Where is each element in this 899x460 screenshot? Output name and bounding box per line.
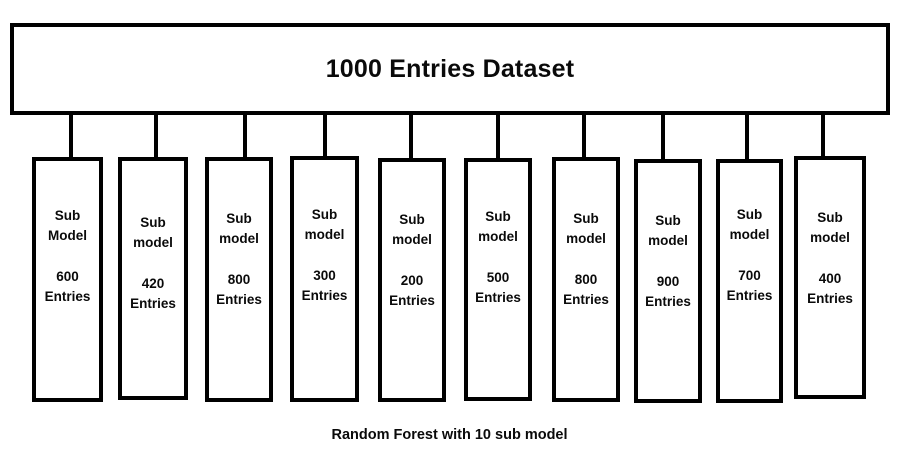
sub-model-label-line2-8: model bbox=[648, 232, 688, 248]
sub-model-entry-word-4: Entries bbox=[301, 287, 348, 303]
sub-model-entry-word-10: Entries bbox=[807, 290, 853, 306]
sub-model-label-line2-4: model bbox=[304, 226, 345, 242]
connector-line-9 bbox=[745, 115, 749, 161]
sub-model-label-line1-9: Sub bbox=[736, 207, 763, 222]
sub-model-entry-count-2: 420 bbox=[141, 276, 165, 292]
sub-model-label-7: Sub model bbox=[566, 209, 606, 248]
sub-model-label-8: Sub model bbox=[648, 211, 688, 250]
root-dataset-box: 1000 Entries Dataset bbox=[10, 23, 890, 115]
connector-line-1 bbox=[69, 115, 73, 159]
connector-line-7 bbox=[582, 115, 586, 159]
sub-model-entry-word-3: Entries bbox=[216, 291, 262, 307]
sub-model-label-line1-4: Sub bbox=[311, 207, 338, 222]
connector-line-5 bbox=[409, 115, 413, 160]
sub-model-label-line2-7: model bbox=[566, 230, 606, 246]
sub-model-entry-count-6: 500 bbox=[486, 270, 510, 286]
sub-model-entry-count-1: 600 bbox=[56, 269, 79, 285]
sub-model-entry-count-8: 900 bbox=[656, 274, 680, 290]
sub-model-label-line2-2: model bbox=[133, 234, 173, 250]
sub-model-label-line1-6: Sub bbox=[485, 209, 511, 224]
sub-model-entry-count-3: 800 bbox=[227, 272, 251, 288]
diagram-caption: Random Forest with 10 sub model bbox=[331, 427, 568, 443]
sub-model-label-6: Sub model bbox=[478, 207, 518, 246]
sub-model-entry-word-2: Entries bbox=[130, 295, 176, 311]
sub-model-label-line2-3: model bbox=[219, 230, 259, 246]
sub-model-label-2: Sub model bbox=[133, 213, 173, 252]
sub-model-entry-word-8: Entries bbox=[645, 293, 691, 309]
sub-model-label-9: Sub model bbox=[730, 205, 770, 244]
sub-model-entry-count-4: 300 bbox=[313, 268, 336, 284]
sub-model-entry-word-6: Entries bbox=[475, 289, 521, 305]
sub-model-entry-count-10: 400 bbox=[818, 271, 842, 287]
connector-line-2 bbox=[154, 115, 158, 159]
connector-line-8 bbox=[661, 115, 665, 161]
sub-model-label-3: Sub model bbox=[219, 209, 259, 248]
sub-model-label-line1-2: Sub bbox=[140, 215, 166, 230]
connector-line-10 bbox=[821, 115, 825, 158]
sub-model-label-line1-7: Sub bbox=[573, 211, 599, 226]
sub-model-label-line1-5: Sub bbox=[399, 212, 425, 227]
sub-model-label-line2-1: Model bbox=[48, 227, 87, 243]
sub-model-label-line2-10: model bbox=[810, 229, 850, 245]
sub-model-label-4: Sub model bbox=[305, 205, 345, 244]
sub-model-entry-word-9: Entries bbox=[726, 287, 773, 303]
connector-line-4 bbox=[323, 115, 327, 158]
sub-model-label-line2-9: model bbox=[729, 226, 770, 242]
sub-model-label-line2-5: model bbox=[392, 231, 432, 247]
sub-model-entry-count-7: 800 bbox=[574, 272, 598, 288]
connector-line-3 bbox=[243, 115, 247, 159]
sub-model-label-line1-3: Sub bbox=[226, 211, 252, 226]
sub-model-label-line1-8: Sub bbox=[655, 213, 681, 228]
sub-model-label-line1-10: Sub bbox=[817, 210, 843, 225]
sub-model-entry-word-5: Entries bbox=[389, 292, 435, 308]
sub-model-label-5: Sub model bbox=[392, 210, 432, 249]
sub-model-entry-word-1: Entries bbox=[44, 288, 91, 304]
root-dataset-title: 1000 Entries Dataset bbox=[325, 54, 575, 83]
sub-model-label-line1-1: Sub bbox=[54, 208, 81, 223]
sub-model-entry-count-9: 700 bbox=[738, 268, 761, 284]
sub-model-label-line2-6: model bbox=[478, 228, 518, 244]
sub-model-entry-word-7: Entries bbox=[563, 291, 609, 307]
sub-model-entry-count-5: 200 bbox=[400, 273, 424, 289]
connector-line-6 bbox=[496, 115, 500, 160]
sub-model-label-10: Sub model bbox=[810, 208, 850, 247]
